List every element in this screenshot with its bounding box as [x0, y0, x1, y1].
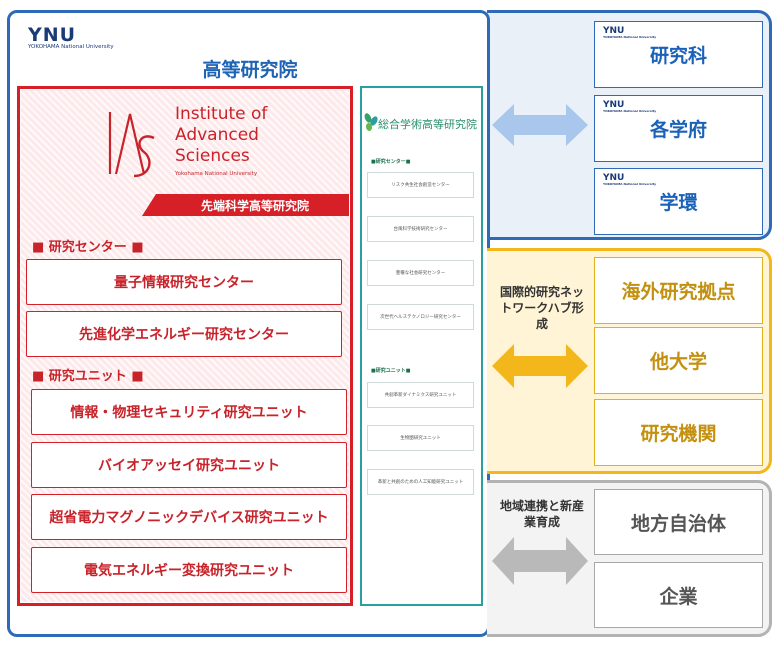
international-double-arrow — [492, 344, 588, 388]
iasr-centers-heading: ■研究センター■ — [371, 159, 411, 165]
iasr-leaf-icon — [364, 113, 378, 131]
ynu-logo: YNU YOKOHAMA National University — [28, 24, 148, 50]
university-item: YNU YOKOHAMA National University 学環 — [594, 168, 763, 235]
ias-banner-shape — [142, 194, 349, 216]
ias-center-item: 量子情報研究センター — [26, 259, 342, 305]
mini-ynu-logo: YNU — [603, 26, 625, 36]
international-caption: 国際的研究ネットワークハブ形成 — [499, 285, 584, 331]
regional-item: 企業 — [594, 562, 763, 628]
page-title: 高等研究院 — [202, 58, 298, 81]
mini-ynu-logo: YNU — [603, 173, 625, 183]
regional-item: 地方自治体 — [594, 489, 763, 555]
ias-logo-sub: Yokohama National University — [175, 171, 258, 177]
university-item-label: 各学府 — [649, 119, 707, 141]
iasr-unit-item: 革新と共創のための人工知能研究ユニット — [367, 469, 474, 495]
regional-caption: 地域連携と新産業育成 — [499, 499, 584, 529]
ias-centers-heading: ■ 研究センター ■ — [32, 240, 144, 255]
iasr-unit-item: 共創革新ダイナミクス研究ユニット — [367, 382, 474, 408]
university-item-label: 研究科 — [649, 45, 707, 67]
regional-double-arrow — [492, 537, 588, 585]
iasr-center-item: 次世代ヘルステクノロジー研究センター — [367, 304, 474, 330]
university-double-arrow — [492, 104, 588, 146]
international-item: 海外研究拠点 — [594, 257, 763, 324]
university-item: YNU YOKOHAMA National University 研究科 — [594, 21, 763, 88]
ias-logo-line2: Advanced — [175, 125, 259, 145]
ias-logo-line3: Sciences — [175, 146, 250, 166]
ias-logo-mark — [108, 112, 155, 178]
ias-banner-text: 先端科学高等研究院 — [200, 198, 309, 213]
mini-ynu-sub: YOKOHAMA National University — [603, 109, 657, 113]
university-item: YNU YOKOHAMA National University 各学府 — [594, 95, 763, 162]
ynu-logo-sub: YOKOHAMA National University — [28, 44, 114, 50]
iasr-center-item: リスク共生社会創造センター — [367, 172, 474, 198]
ias-center-item: 先進化学エネルギー研究センター — [26, 311, 342, 357]
iasr-center-item: 台風科学技術研究センター — [367, 216, 474, 242]
ias-box — [17, 86, 353, 606]
ias-logo-text: Institute of Advanced Sciences — [175, 104, 267, 167]
ias-unit-item: 超省電力マグノニックデバイス研究ユニット — [31, 494, 347, 540]
iasr-unit-item: 生物圏研究ユニット — [367, 425, 474, 451]
ias-logo-line1: Institute of — [175, 104, 268, 124]
mini-ynu-sub: YOKOHAMA National University — [603, 182, 657, 186]
international-item: 他大学 — [594, 327, 763, 394]
iasr-center-item: 豊穣な社会研究センター — [367, 260, 474, 286]
university-item-label: 学環 — [659, 192, 698, 214]
international-item: 研究機関 — [594, 399, 763, 466]
ias-unit-item: バイオアッセイ研究ユニット — [31, 442, 347, 488]
ias-unit-item: 電気エネルギー変換研究ユニット — [31, 547, 347, 593]
mini-ynu-sub: YOKOHAMA National University — [603, 35, 657, 39]
ynu-logo-name: YNU — [28, 24, 77, 46]
ias-units-heading: ■ 研究ユニット ■ — [32, 369, 144, 384]
mini-ynu-logo: YNU — [603, 100, 625, 110]
iasr-units-heading: ■研究ユニット■ — [371, 368, 411, 374]
iasr-title: 総合学術高等研究院 — [378, 118, 477, 131]
ias-unit-item: 情報・物理セキュリティ研究ユニット — [31, 389, 347, 435]
